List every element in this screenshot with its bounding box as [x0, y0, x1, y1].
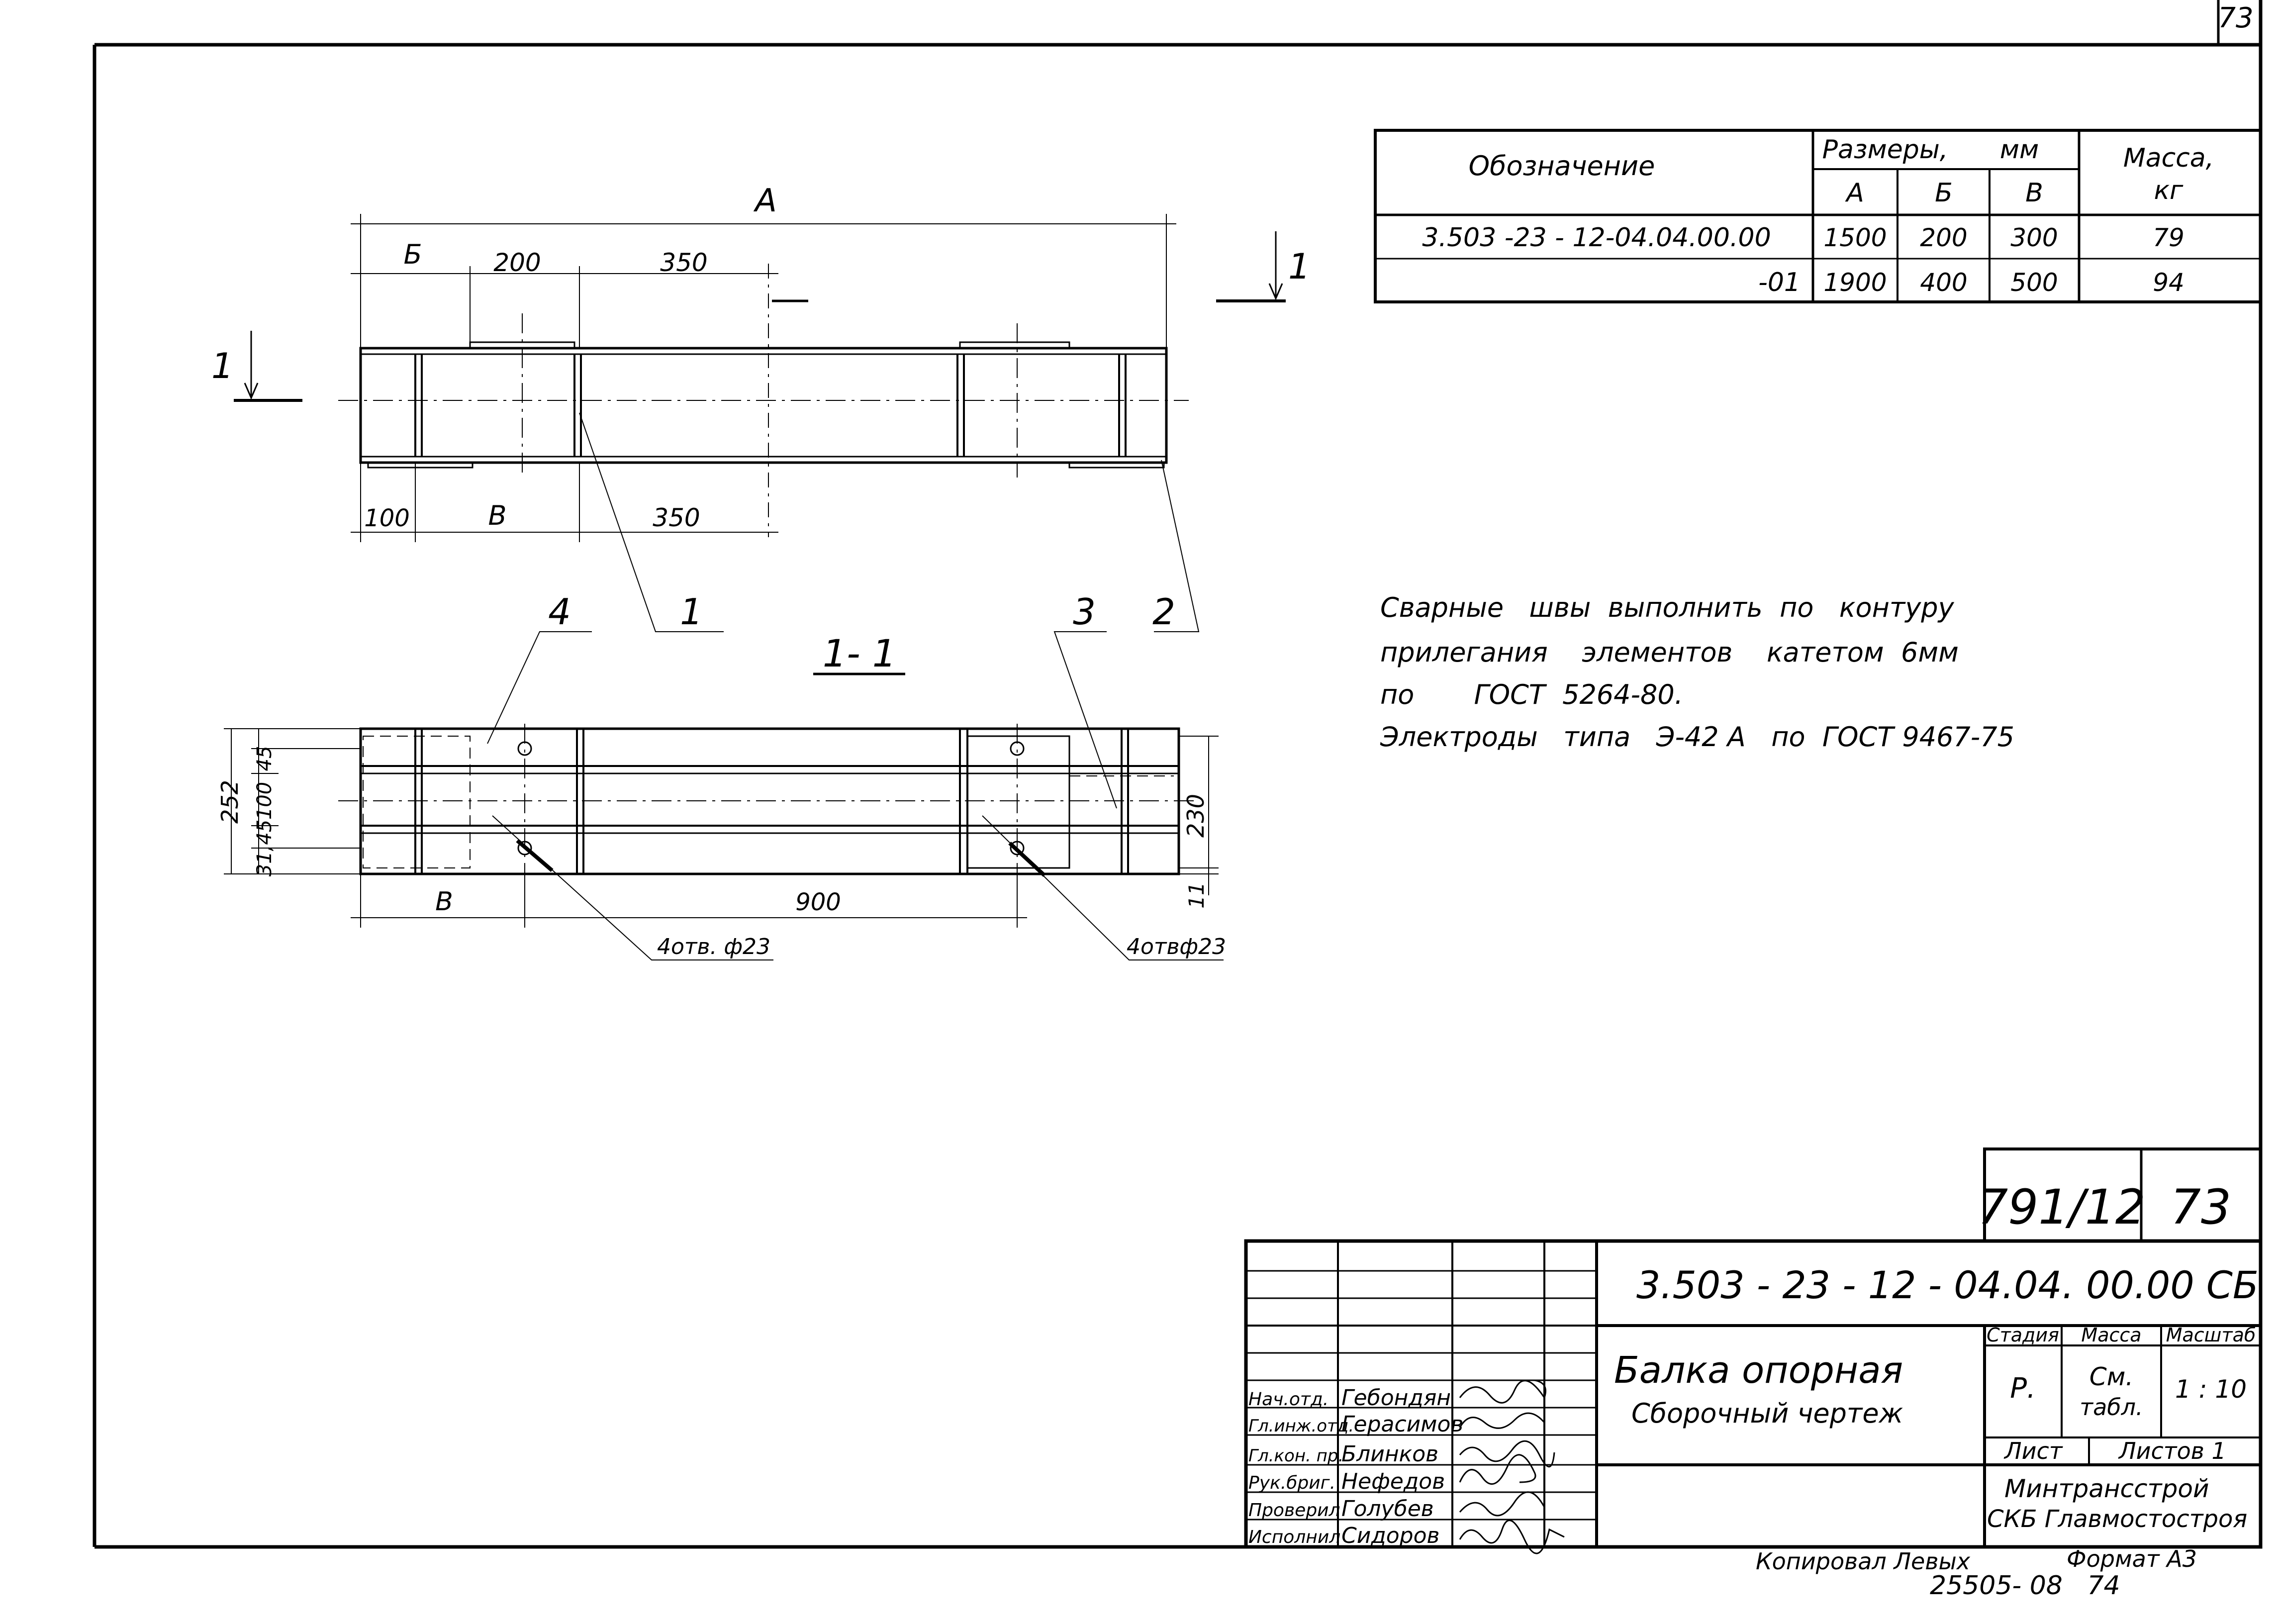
spec-row-v: 300 — [2010, 223, 2058, 252]
spec-row-a: 1900 — [1823, 268, 1887, 297]
mass-label: Масса — [2081, 1324, 2141, 1346]
signature-scribble — [1459, 1491, 1545, 1517]
section-dim-252: 252 — [216, 780, 243, 824]
spec-row-a: 1500 — [1823, 223, 1887, 252]
section-dim-100: 100 — [253, 782, 276, 820]
part-callout-1: 1 — [680, 591, 703, 633]
spec-row-b: 400 — [1920, 268, 1967, 297]
plan-view — [234, 214, 1286, 632]
section-title: 1- 1 — [823, 631, 896, 675]
sheets-label: Листов 1 — [2118, 1437, 2226, 1464]
spec-row-mass: 79 — [2153, 223, 2184, 252]
spec-row-designation: -01 — [1758, 268, 1801, 297]
staff-name: Сидоров — [1341, 1523, 1439, 1548]
staff-role: Гл.инж.отд. — [1248, 1416, 1354, 1436]
staff-list: Нач.отд. Гебондян Гл.инж.отд. Герасимов … — [1248, 1385, 1463, 1548]
plan-dim-a: А — [753, 183, 777, 219]
spec-header-designation: Обозначение — [1469, 150, 1655, 182]
title-sheet-number: 73 — [2171, 1179, 2231, 1235]
spec-row-designation: 3.503 -23 - 12-04.04.00.00 — [1422, 223, 1771, 253]
part-callout-2: 2 — [1152, 591, 1175, 633]
sheet-format: Формат А3 — [2067, 1545, 2197, 1572]
staff-name: Гебондян — [1341, 1385, 1451, 1411]
staff-name: Герасимов — [1341, 1412, 1463, 1437]
staff-role: Проверил — [1248, 1500, 1340, 1521]
organization-line: Минтрансстрой — [2004, 1474, 2209, 1503]
staff-name: Блинков — [1341, 1441, 1438, 1467]
holes-callout-left: 4отв. ф23 — [657, 934, 770, 959]
holes-callout-right: 4отвф23 — [1127, 934, 1226, 959]
staff-role: Рук.бриг. — [1248, 1473, 1335, 1493]
spec-row: -01 1900 400 500 94 — [1758, 268, 2184, 297]
title-block — [1244, 1147, 2263, 1549]
spec-col-v: В — [2025, 178, 2043, 208]
signature-scribble — [1459, 1440, 1555, 1468]
spec-row-b: 200 — [1920, 223, 1967, 252]
signature-scribble — [1459, 1379, 1546, 1404]
section-dim-v: В — [435, 887, 453, 917]
stage-value: Р. — [2010, 1372, 2036, 1405]
stage-label: Стадия — [1987, 1324, 2059, 1346]
signature-scribble — [1459, 1520, 1565, 1554]
spec-table — [1374, 129, 2262, 303]
section-mark-right: 1 — [1288, 246, 1311, 287]
spec-header-units: мм — [2000, 135, 2039, 165]
spec-row-v: 500 — [2010, 268, 2058, 297]
section-dim-11: 11 — [1184, 882, 1209, 908]
note-line: прилегания элементов катетом 6мм — [1380, 637, 1959, 668]
note-line: Сварные швы выполнить по контуру — [1380, 592, 1955, 623]
note-line: Электроды типа Э-42 А по ГОСТ 9467-75 — [1380, 721, 2014, 753]
section-dim-31-45: 31,45 — [253, 820, 276, 877]
section-view — [224, 631, 1224, 960]
note-line: по ГОСТ 5264-80. — [1380, 679, 1683, 710]
spec-header-dimensions: Размеры, — [1822, 135, 1948, 165]
section-mark-left: 1 — [211, 346, 234, 386]
part-callout-4: 4 — [548, 591, 571, 633]
plan-dim-100: 100 — [364, 504, 410, 532]
mass-value: См. — [2089, 1362, 2134, 1391]
plan-dim-350-top: 350 — [660, 248, 707, 277]
plan-dim-350-bottom: 350 — [653, 503, 700, 532]
mass-value-note: табл. — [2080, 1394, 2143, 1421]
product-name: Балка опорная — [1614, 1349, 1903, 1392]
spec-header-mass: Масса, — [2123, 143, 2214, 173]
staff-role: Гл.кон. пр. — [1248, 1446, 1343, 1466]
title-code: 791/12 — [1978, 1179, 2146, 1235]
staff-name: Голубев — [1341, 1496, 1434, 1522]
copied-by: Копировал Левых — [1756, 1548, 1971, 1575]
welding-notes: Сварные швы выполнить по контуру прилега… — [1380, 592, 2014, 753]
staff-role: Нач.отд. — [1248, 1389, 1329, 1410]
sheet-corner-number: 73 — [2218, 2, 2253, 34]
section-dim-45: 45 — [253, 746, 276, 771]
archive-number: 25505- 08 74 — [1930, 1571, 2120, 1601]
document-type: Сборочный чертеж — [1631, 1398, 1903, 1429]
spec-col-a: А — [1845, 178, 1864, 208]
section-dim-900: 900 — [795, 888, 841, 916]
sheet-label: Лист — [2003, 1437, 2063, 1464]
spec-row-mass: 94 — [2153, 268, 2184, 297]
spec-col-b: Б — [1935, 178, 1953, 208]
scale-value: 1 : 10 — [2175, 1375, 2247, 1404]
spec-row: 3.503 -23 - 12-04.04.00.00 1500 200 300 … — [1422, 223, 2184, 253]
spec-header-mass-unit: кг — [2154, 176, 2183, 205]
plan-dim-v: В — [488, 500, 506, 531]
plan-dim-b: Б — [403, 239, 422, 270]
signature-scribble — [1459, 1412, 1545, 1429]
drawing-designation: 3.503 - 23 - 12 - 04.04. 00.00 СБ — [1636, 1263, 2259, 1307]
scale-label: Масштаб — [2166, 1324, 2256, 1346]
organization-line: СКБ Главмостостроя — [1987, 1505, 2247, 1533]
part-callout-3: 3 — [1073, 591, 1096, 633]
signature-scribble — [1459, 1454, 1536, 1485]
section-dim-230: 230 — [1182, 794, 1209, 838]
staff-name: Нефедов — [1341, 1469, 1445, 1494]
staff-role: Исполнил — [1248, 1527, 1340, 1547]
signatures — [1459, 1379, 1565, 1554]
plan-dim-200: 200 — [493, 248, 541, 277]
